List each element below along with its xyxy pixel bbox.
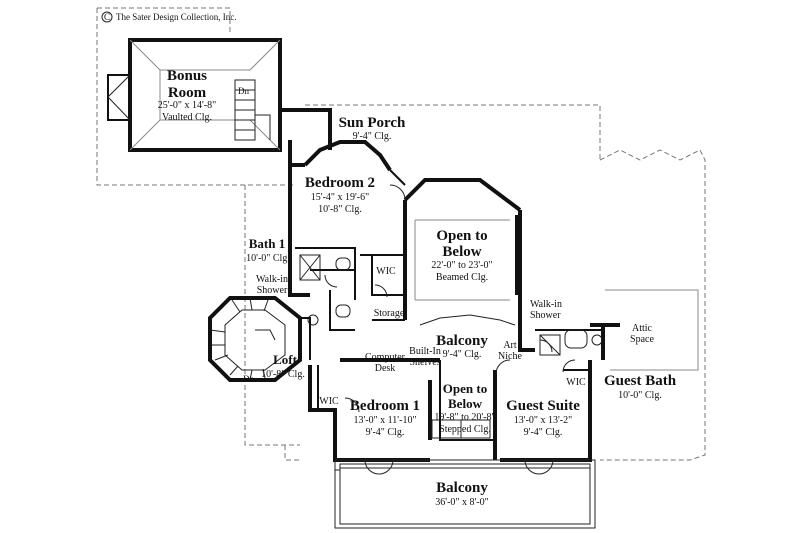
storage-label: Storage xyxy=(374,308,405,319)
copyright-text: The Sater Design Collection, Inc. xyxy=(116,12,236,22)
open-below-small-name-2: Below xyxy=(448,396,483,411)
door-swings xyxy=(324,184,576,413)
open-above-name-1: Open to xyxy=(436,228,487,244)
bedroom1-ceiling: 9'-4" Clg. xyxy=(366,427,405,438)
bonus-room xyxy=(107,38,282,152)
guest-suite-ceiling: 9'-4" Clg. xyxy=(524,427,563,438)
balcony-mid-ceiling: 9'-4" Clg. xyxy=(443,349,482,360)
guest-suite-dims: 13'-0" x 13'-2" xyxy=(514,415,572,426)
loft-ceiling: 10'-8" Clg. xyxy=(261,369,305,380)
open-below-small-ceiling: Stepped Clg. xyxy=(439,424,491,435)
walkin-shower-right-1: Walk-in xyxy=(530,299,562,310)
bath1-fixtures xyxy=(299,254,351,326)
copyright-symbol: C xyxy=(104,12,110,22)
guest-bath-ceiling: 10'-0" Clg. xyxy=(618,390,662,401)
open-above-dims: 22'-0" to 23'-0" xyxy=(431,260,492,271)
open-below-small-name-1: Open to xyxy=(443,381,487,396)
wic-left-label: WIC xyxy=(319,396,339,407)
attic-outline xyxy=(605,289,699,371)
art-niche-2: Niche xyxy=(498,351,522,362)
bonus-room-name-2: Room xyxy=(168,85,207,101)
bonus-room-name-1: Bonus xyxy=(167,68,207,84)
bedroom2-ceiling: 10'-8" Clg. xyxy=(318,204,362,215)
guest-bath-fixtures xyxy=(539,329,603,356)
bath1-shower-1: Walk-in xyxy=(256,274,288,285)
sun-porch-name: Sun Porch xyxy=(339,115,406,131)
loft-name: Loft xyxy=(273,352,298,367)
room-labels: Bonus Room 25'-0" x 14'-8" Vaulted Clg. … xyxy=(158,68,677,508)
built-in-2: Shelves xyxy=(409,357,440,368)
bedroom2-name: Bedroom 2 xyxy=(305,175,375,191)
attic-1: Attic xyxy=(632,323,653,334)
open-above-name-2: Below xyxy=(442,244,481,260)
computer-desk-2: Desk xyxy=(375,363,396,374)
bonus-room-ceiling: Vaulted Clg. xyxy=(162,112,212,123)
walkin-shower-right-2: Shower xyxy=(530,310,561,321)
interior-walls xyxy=(295,215,603,441)
attic-2: Space xyxy=(630,334,654,345)
open-below-small-dims: 19'-8" to 20'-8" xyxy=(434,412,495,423)
bedroom1-dims: 13'-0" x 11'-10" xyxy=(353,415,416,426)
balcony-mid-name: Balcony xyxy=(436,333,488,349)
bonus-room-dims: 25'-0" x 14'-8" xyxy=(158,100,216,111)
balcony-bottom-name: Balcony xyxy=(436,480,488,496)
art-niche-1: Art xyxy=(503,340,517,351)
wic-guest-label: WIC xyxy=(566,377,586,388)
bottom-balcony xyxy=(334,459,596,529)
guest-suite-name: Guest Suite xyxy=(506,398,580,414)
bath1-ceiling: 10'-0" Clg. xyxy=(246,253,290,264)
guest-bath-name: Guest Bath xyxy=(604,373,677,389)
wic-upper-label: WIC xyxy=(376,266,396,277)
computer-desk-1: Computer xyxy=(365,352,406,363)
roof-outline xyxy=(96,7,706,461)
bedroom2-dims: 15'-4" x 19'-6" xyxy=(311,192,369,203)
sun-porch-ceiling: 9'-4" Clg. xyxy=(353,131,392,142)
bonus-room-stair-label: Dn xyxy=(238,86,249,96)
built-in-1: Built-In xyxy=(409,346,441,357)
bedroom1-name: Bedroom 1 xyxy=(350,398,420,414)
copyright-mark: C The Sater Design Collection, Inc. xyxy=(101,11,236,23)
loft-stair xyxy=(208,296,311,382)
balcony-bottom-dims: 36'-0" x 8'-0" xyxy=(435,497,488,508)
bath1-shower-2: Shower xyxy=(257,285,288,296)
bath1-name: Bath 1 xyxy=(249,236,285,251)
open-above-ceiling: Beamed Clg. xyxy=(436,272,488,283)
loft-stair-label: Dn xyxy=(243,374,254,384)
